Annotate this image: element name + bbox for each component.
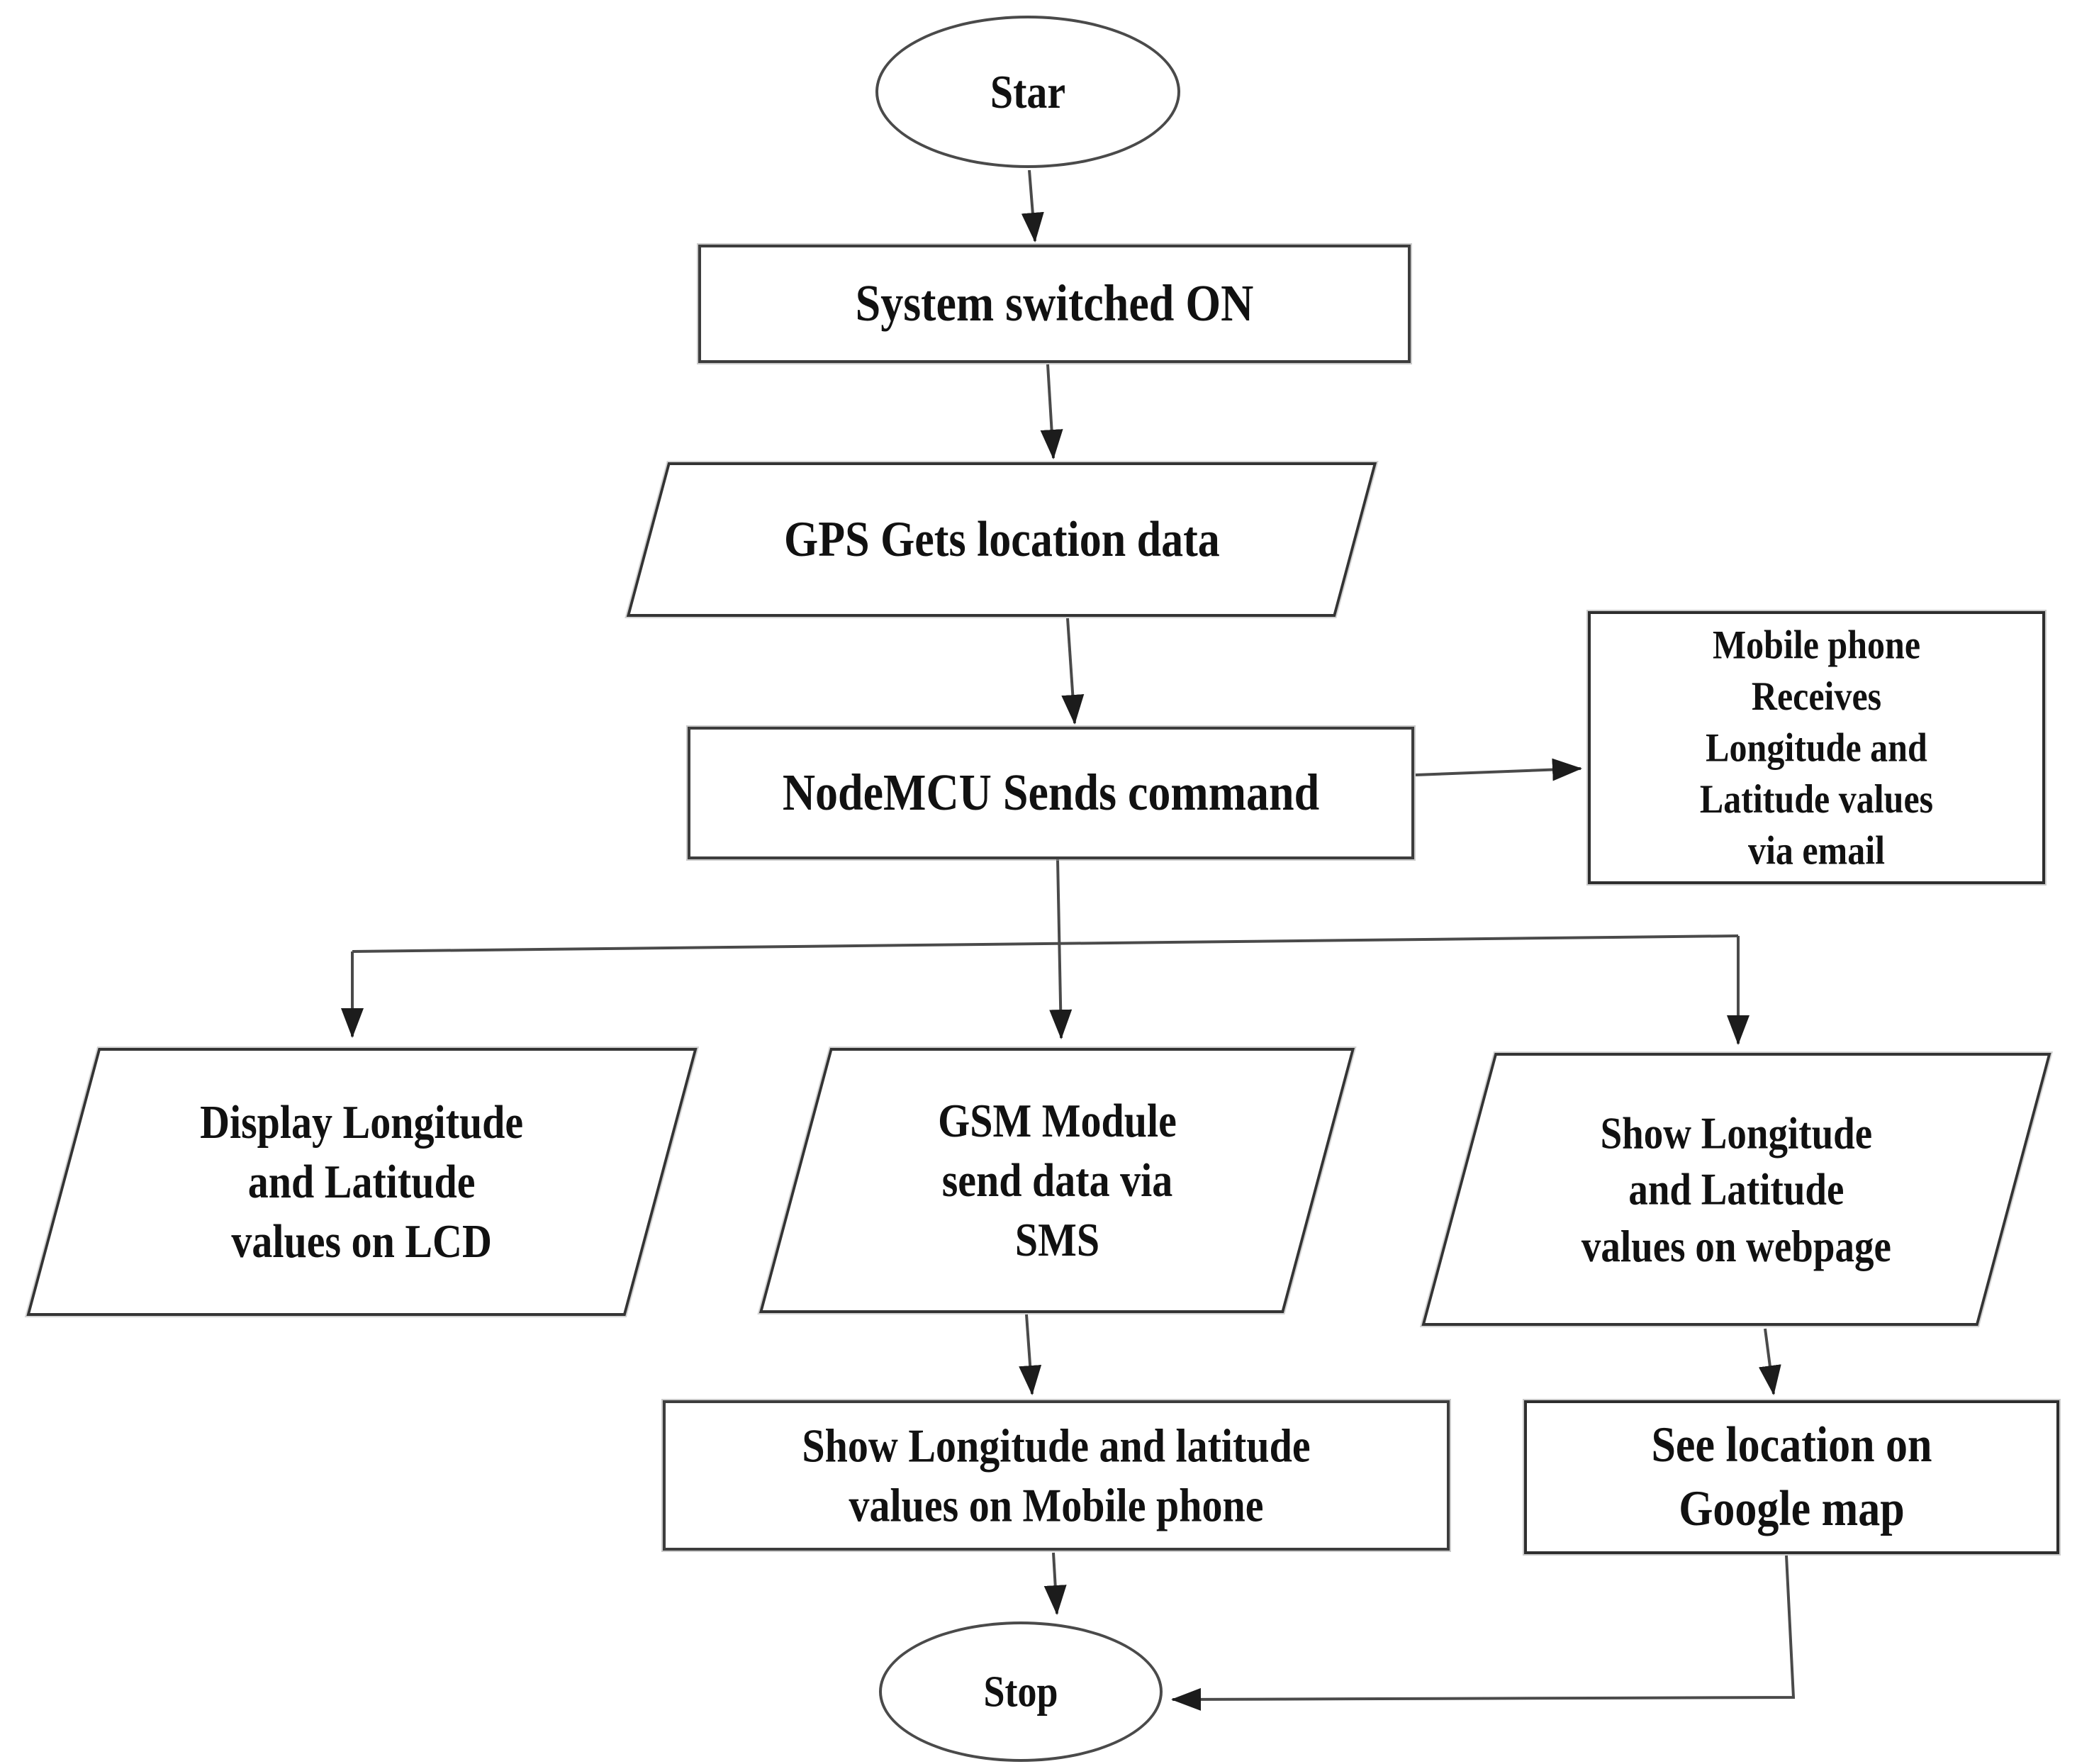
stop-label: Stop: [983, 1667, 1058, 1716]
edge-system-to-gps: [1040, 364, 1063, 459]
gps-input: GPS Gets location data: [626, 462, 1377, 617]
edge-nodemcu-to-email: [1415, 758, 1582, 781]
edge-mobile-to-stop: [1043, 1552, 1067, 1615]
gsm-label: GSM Module send data via SMS: [937, 1094, 1177, 1267]
branch-horizontal-line: [352, 934, 1739, 953]
email-label: Mobile phone Receives Longitude and Lati…: [1699, 621, 1934, 873]
lcd-label: Display Longitude and Latitude values on…: [200, 1095, 524, 1268]
edge-gps-to-nodemcu: [1061, 618, 1085, 725]
gps-label: GPS Gets location data: [783, 511, 1220, 568]
email-output: Mobile phone Receives Longitude and Lati…: [1588, 611, 2045, 884]
system-on-step: System switched ON: [698, 245, 1411, 363]
mobile-label: Show Longitude and latitude values on Mo…: [802, 1419, 1311, 1532]
google-map-label: See location on Google map: [1651, 1417, 1932, 1537]
lcd-output: Display Longitude and Latitude values on…: [26, 1048, 698, 1316]
webpage-output: Show Longitude and Latitude values on we…: [1421, 1053, 2051, 1326]
mobile-output: Show Longitude and latitude values on Mo…: [663, 1400, 1450, 1551]
edge-start-to-system: [1021, 169, 1044, 242]
webpage-label: Show Longitude and Latitude values on we…: [1581, 1107, 1892, 1271]
edge-gsm-to-mobile: [1019, 1314, 1042, 1395]
nodemcu-step: NodeMCU Sends command: [688, 727, 1414, 859]
edge-google-to-stop: [1171, 1555, 1796, 1711]
system-on-label: System switched ON: [855, 274, 1254, 333]
nodemcu-label: NodeMCU Sends command: [782, 763, 1320, 822]
start-terminator: Star: [875, 16, 1180, 168]
edge-nodemcu-to-gsm: [1049, 859, 1073, 1039]
start-label: Star: [990, 65, 1066, 118]
gsm-output: GSM Module send data via SMS: [758, 1048, 1355, 1313]
google-map-step: See location on Google map: [1524, 1400, 2059, 1554]
edge-webpage-to-google: [1758, 1328, 1781, 1395]
stop-terminator: Stop: [879, 1621, 1163, 1762]
